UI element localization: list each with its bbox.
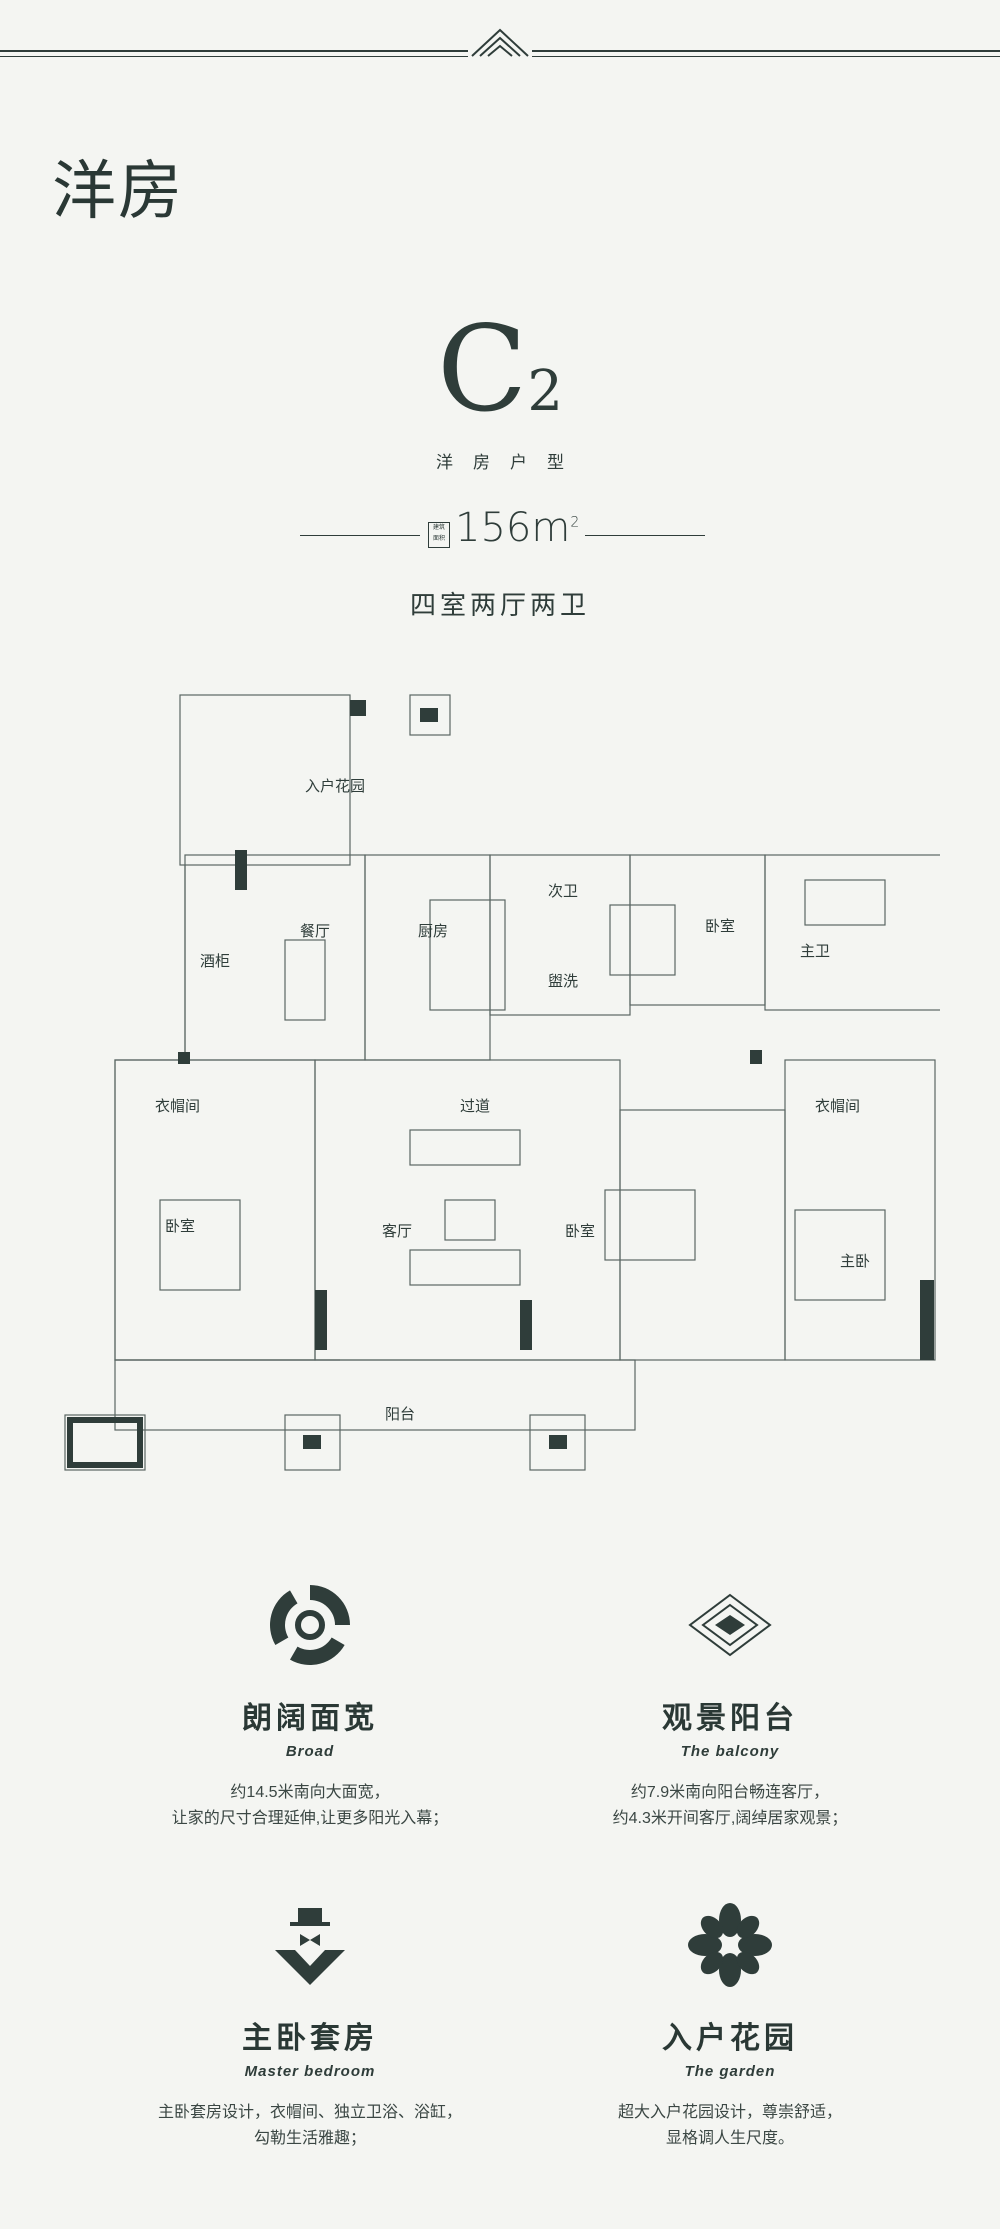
label-wine: 酒柜 [200, 952, 231, 970]
feature-master: 主卧套房 Master bedroom 主卧套房设计，衣帽间、独立卫浴、浴缸， 勾… [60, 1900, 560, 2152]
label-bed-west: 卧室 [165, 1217, 196, 1235]
feature-desc-line2: 勾勒生活雅趣； [253, 2130, 366, 2147]
flower-icon [688, 1903, 772, 1987]
area-badge-line2: 面积 [432, 536, 445, 542]
feature-title: 朗阔面宽 [242, 1702, 378, 1735]
feature-en: Broad [285, 1743, 335, 1760]
area-number: 156m [455, 505, 571, 551]
area-line-left [300, 535, 420, 536]
feature-title: 观景阳台 [662, 1702, 798, 1735]
feature-title: 主卧套房 [242, 2022, 378, 2055]
feature-en: The balcony [680, 1743, 780, 1760]
label-bed-north: 卧室 [705, 917, 736, 935]
feature-desc-line2: 让家的尺寸合理延伸,让更多阳光入幕； [171, 1810, 449, 1827]
area-row: 建筑 面积 156m2 [0, 505, 1000, 565]
label-garden: 入户花园 [305, 777, 366, 795]
label-master-bed: 主卧 [840, 1252, 871, 1270]
diamond-icon [688, 1593, 772, 1657]
floor-plan: 入户花园 酒柜 餐厅 厨房 次卫 盥洗 卧室 主卫 衣帽间 过道 衣帽间 卧室 … [60, 680, 940, 1500]
model-letter: C [437, 300, 528, 438]
feature-desc: 约7.9米南向阳台畅连客厅， 约4.3米开间客厅,阔绰居家观景； [480, 1780, 980, 1832]
feature-desc: 主卧套房设计，衣帽间、独立卫浴、浴缸， 勾勒生活雅趣； [60, 2100, 560, 2152]
area-value: 156m2 [455, 505, 579, 551]
area-badge: 建筑 面积 [428, 522, 450, 548]
label-kitchen: 厨房 [418, 922, 449, 940]
model-number: 2 [527, 359, 563, 424]
feature-desc-line2: 约4.3米开间客厅,阔绰居家观景； [612, 1810, 848, 1827]
category-title: 洋房 [52, 155, 184, 229]
feature-desc-line1: 约14.5米南向大面宽， [230, 1784, 390, 1801]
feature-desc-line1: 约7.9米南向阳台畅连客厅， [630, 1784, 830, 1801]
floor-plan-drawing [64, 694, 940, 1471]
area-line-right [585, 535, 705, 536]
feature-desc-line1: 主卧套房设计，衣帽间、独立卫浴、浴缸， [157, 2104, 462, 2121]
label-bath2: 次卫 [548, 882, 579, 900]
layout-description: 四室两厅两卫 [409, 590, 590, 620]
label-closet-west: 衣帽间 [155, 1097, 201, 1115]
area-badge-line1: 建筑 [432, 525, 445, 531]
feature-garden: 入户花园 The garden 超大入户花园设计，尊崇舒适， 显格调人生尺度。 [480, 1900, 980, 2152]
label-wash: 盥洗 [548, 972, 579, 990]
label-dining: 餐厅 [300, 922, 331, 940]
label-closet-east: 衣帽间 [815, 1097, 861, 1115]
feature-en: The garden [684, 2063, 776, 2080]
swirl-icon [270, 1585, 350, 1665]
label-living: 客厅 [382, 1222, 413, 1240]
area-unit-sup: 2 [570, 514, 580, 531]
label-corridor: 过道 [460, 1097, 491, 1115]
feature-desc-line1: 超大入户花园设计，尊崇舒适， [617, 2104, 842, 2121]
feature-en: Master bedroom [244, 2063, 376, 2080]
feature-desc: 超大入户花园设计，尊崇舒适， 显格调人生尺度。 [480, 2100, 980, 2152]
label-balcony: 阳台 [385, 1405, 416, 1423]
feature-broad: 朗阔面宽 Broad 约14.5米南向大面宽， 让家的尺寸合理延伸,让更多阳光入幕… [60, 1580, 560, 1832]
header-diamond-icon [468, 22, 532, 62]
gentleman-icon [275, 1908, 345, 1985]
label-master-bath: 主卫 [800, 942, 831, 960]
feature-desc: 约14.5米南向大面宽， 让家的尺寸合理延伸,让更多阳光入幕； [60, 1780, 560, 1832]
feature-balcony: 观景阳台 The balcony 约7.9米南向阳台畅连客厅， 约4.3米开间客厅… [480, 1580, 980, 1832]
model-title: C2 [0, 310, 1000, 428]
model-subtitle: 洋房户型 [436, 453, 584, 472]
feature-title: 入户花园 [662, 2022, 798, 2055]
label-bed-center: 卧室 [565, 1222, 596, 1240]
feature-desc-line2: 显格调人生尺度。 [665, 2130, 794, 2147]
